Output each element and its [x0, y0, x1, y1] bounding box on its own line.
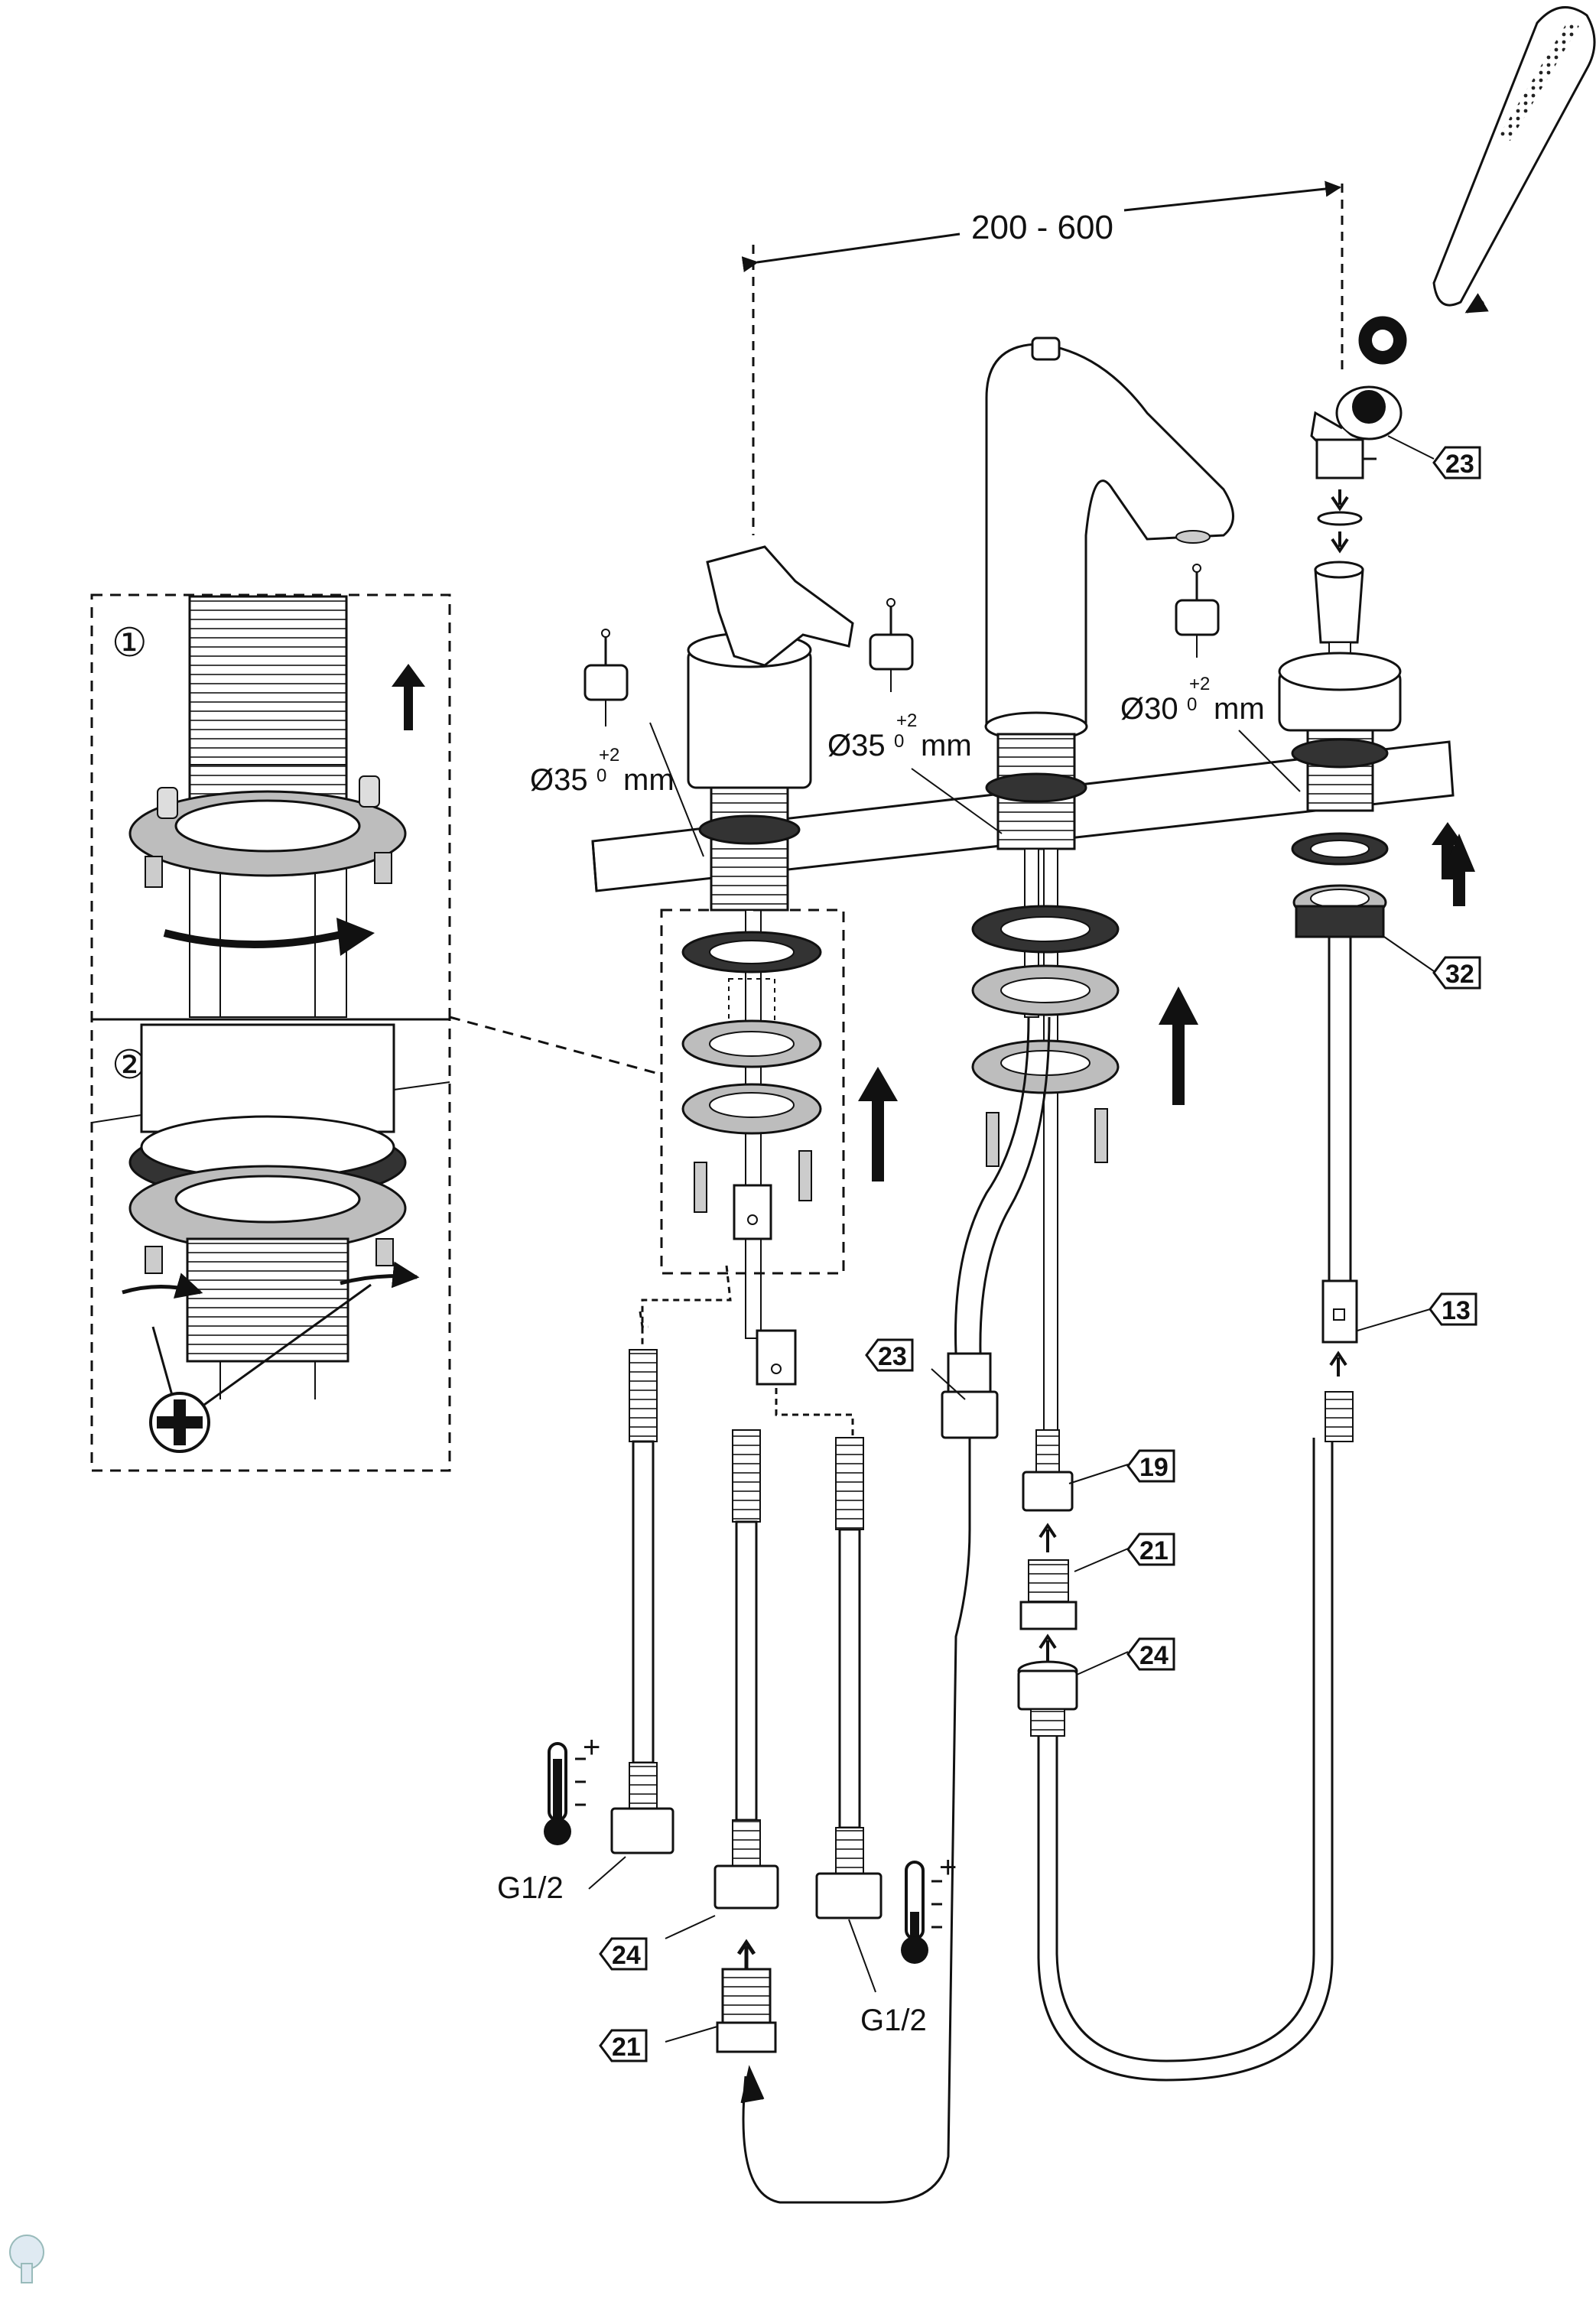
svg-text:23: 23: [878, 1342, 907, 1371]
cap-pin-1: [583, 629, 629, 726]
svg-text:mm: mm: [921, 729, 972, 762]
svg-text:0: 0: [596, 765, 606, 786]
svg-text:Ø30: Ø30: [1120, 692, 1178, 726]
svg-text:19: 19: [1139, 1453, 1169, 1482]
part-tag-24-left: 24: [599, 1937, 648, 1971]
svg-text:24: 24: [612, 1941, 641, 1970]
dimension-label: 200 - 600: [971, 209, 1113, 246]
arrow-up-icon: [1159, 986, 1198, 1105]
svg-text:+2: +2: [1189, 674, 1210, 694]
detail-leader-line: [449, 1016, 662, 1076]
part-tag-21-left: 21: [599, 2029, 648, 2062]
svg-text:+2: +2: [599, 745, 619, 765]
supply-hose-mix: [713, 1429, 779, 2053]
cap-pin-2: [869, 598, 914, 692]
thread-label-right: G1/2: [860, 2004, 927, 2037]
phillips-screwdriver-icon: [149, 1392, 210, 1453]
dimension-200-600: 200 - 600: [741, 180, 1344, 535]
detail-step-1: ①: [90, 593, 451, 1021]
svg-text:13: 13: [1442, 1296, 1471, 1325]
thermometer-cold-icon: +: [901, 1851, 957, 1964]
svg-text:23: 23: [1445, 450, 1474, 479]
leader-lines: [588, 435, 1435, 2043]
hand-shower: [1310, 6, 1596, 554]
shower-holder: [1278, 561, 1475, 1442]
diameter-label-middle: Ø35 +2 0 mm: [827, 710, 972, 762]
svg-text:24: 24: [1139, 1641, 1169, 1670]
arrow-up-icon: [1432, 822, 1464, 879]
part-tag-19: 19: [1126, 1449, 1175, 1483]
svg-text:0: 0: [1187, 694, 1197, 715]
svg-text:mm: mm: [1214, 692, 1265, 726]
svg-text:32: 32: [1445, 960, 1474, 989]
mounting-set-left: [660, 908, 898, 1275]
supply-hose-hot: [610, 1265, 732, 1854]
svg-text:Ø35: Ø35: [530, 763, 588, 797]
part-tag-13: 13: [1429, 1292, 1477, 1326]
part-tag-23-middle: 23: [865, 1338, 914, 1372]
detail-step-2: ②: [90, 1018, 451, 1472]
diameter-label-left: Ø35 +2 0 mm: [530, 745, 674, 797]
thread-label-left: G1/2: [497, 1871, 564, 1905]
svg-text:Ø35: Ø35: [827, 729, 886, 762]
hose-nut-spout: [740, 1352, 999, 2204]
part-tag-21-right: 21: [1126, 1533, 1175, 1566]
svg-text:0: 0: [894, 731, 904, 752]
diameter-label-right: Ø30 +2 0 mm: [1120, 674, 1265, 726]
svg-text:+2: +2: [896, 710, 917, 731]
part-tag-23-top: 23: [1432, 446, 1481, 479]
spout-hose-fittings: [1017, 1429, 1078, 1737]
svg-text:+: +: [583, 1731, 600, 1764]
svg-text:21: 21: [612, 2033, 641, 2062]
supply-hose-cold: [775, 1388, 883, 1919]
svg-text:+: +: [939, 1851, 957, 1884]
cap-pin-3: [1175, 564, 1220, 658]
arrow-up-icon: [858, 1067, 898, 1182]
part-tag-24-right: 24: [1126, 1637, 1175, 1671]
svg-text:21: 21: [1139, 1536, 1169, 1565]
corner-logo: [9, 2235, 44, 2283]
shower-hose: [1037, 1438, 1334, 2082]
spout-body: [954, 336, 1234, 1431]
step-1-number: ①: [112, 621, 148, 665]
svg-text:mm: mm: [623, 763, 674, 797]
thermometer-hot-icon: +: [544, 1731, 600, 1845]
part-tag-32: 32: [1432, 956, 1481, 990]
